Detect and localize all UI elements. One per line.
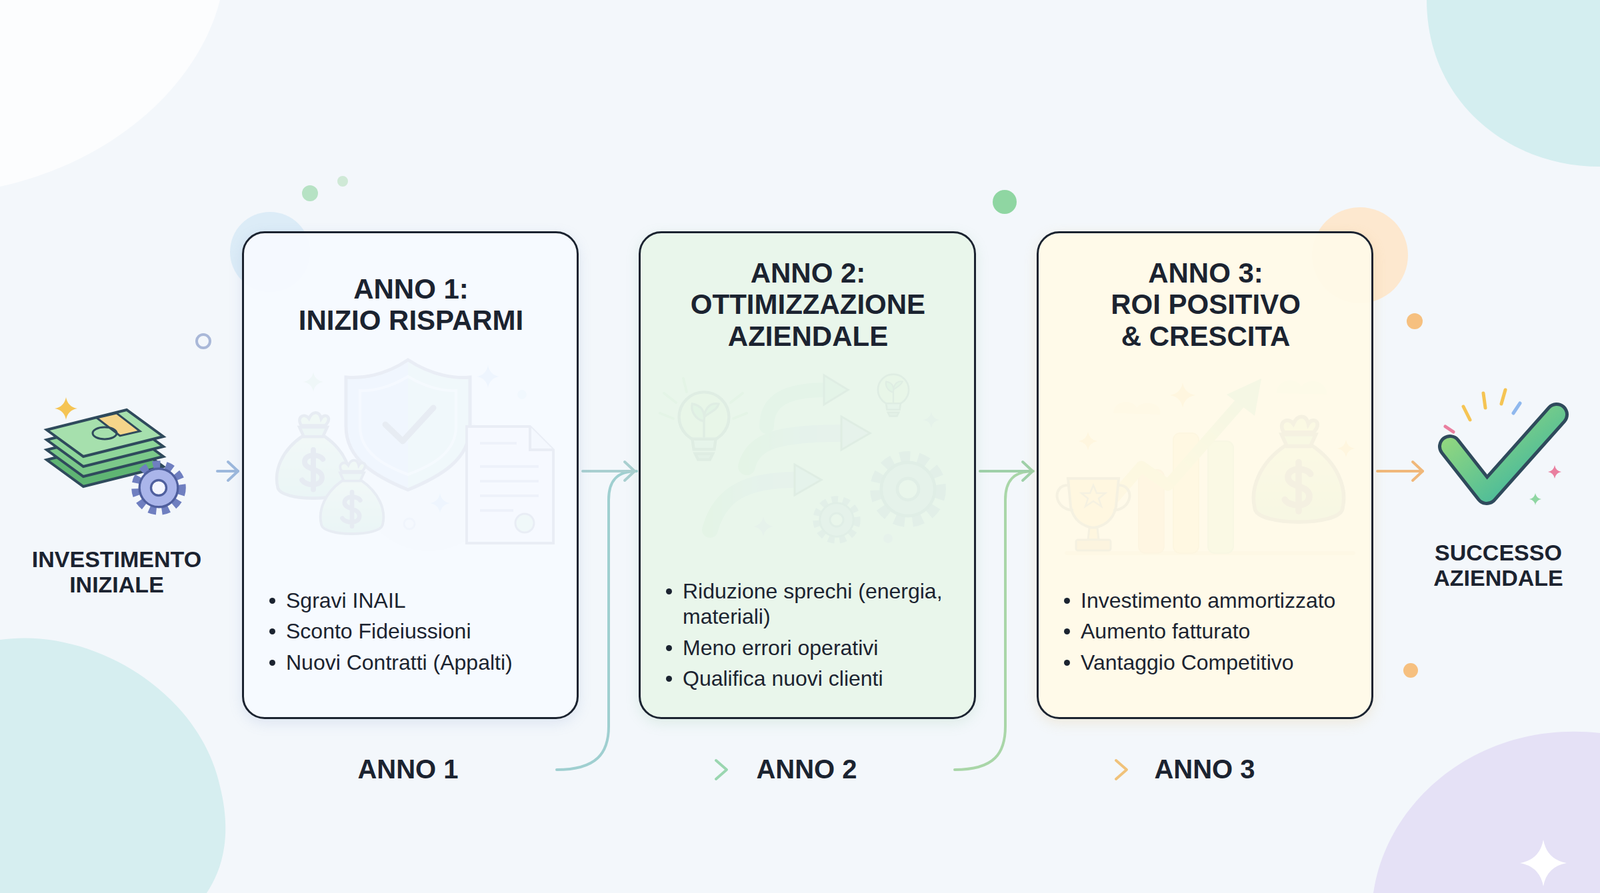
money-stack-icon-part [136,465,181,510]
node-label: INVESTIMENTO INIZIALE [20,546,214,598]
arrow-head [624,462,635,481]
background-blobs-part [1403,663,1418,678]
heading-area: ANNO 1: INIZIO RISPARMI [260,256,562,354]
timeline-arrows-part [481,768,726,772]
background-blobs-part [1406,313,1423,330]
bullet-dot [666,645,672,652]
bullet-text: Riduzione sprechi (energia, materiali) [682,578,943,630]
end-node: SUCCESSO AZIENDALE [1426,393,1570,592]
money-stack-icon-part-part [92,427,117,440]
bullet-item: Sconto Fideiussioni [260,618,562,644]
success-check-icon-part [1548,465,1562,479]
heading-line: OTTIMIZZAZIONE AZIENDALE [690,288,926,352]
bullet-item: Riduzione sprechi (energia, materiali) [656,578,960,630]
bullet-dot [666,676,672,682]
year-box: ANNO 3: ROI POSITIVO & CRESCITA Investime… [1036,231,1374,720]
heading-area: ANNO 3: ROI POSITIVO & CRESCITA [1054,256,1357,354]
timeline-arrows-part [882,768,1126,772]
bullet-item: Vantaggio Competitivo [1054,650,1357,676]
heading-area: ANNO 2: OTTIMIZZAZIONE AZIENDALE [656,256,960,354]
arrow-shaft [582,470,635,473]
success-check-icon-part [1529,493,1542,506]
bullet-text: Vantaggio Competitivo [1080,650,1294,676]
background-blobs-part [337,176,348,187]
heading-line: ROI POSITIVO & CRESCITA [1110,288,1301,352]
background-blobs-part [0,0,220,187]
bullet-dot [1064,628,1070,635]
money-stack-icon [46,397,182,511]
start-node: INVESTIMENTO INIZIALE [20,393,214,598]
success-check-icon-part [1450,414,1557,494]
bullet-text: Nuovi Contratti (Appalti) [286,650,513,676]
bullet-text: Sconto Fideiussioni [286,618,471,644]
timeline-arrows-part [1116,760,1127,780]
bullet-dot [269,628,276,635]
year-box: ANNO 2: OTTIMIZZAZIONE AZIENDALE Riduzion… [638,231,976,720]
background-blobs-part [1426,0,1600,167]
bullet-text: Sgravi INAIL [286,588,406,614]
illustration-space [656,353,960,579]
timeline-arrows-part [716,760,727,780]
heading-line: INIZIO RISPARMI [298,304,524,336]
money-stack-icon-part-part [96,413,140,436]
success-check-icon-part [1513,403,1520,414]
bullet-text: Qualifica nuovi clienti [682,666,884,692]
arrow-shaft [217,470,238,473]
year-box: ANNO 1: INIZIO RISPARMI Sgravi INAIL Scont… [242,231,579,720]
year-label: ANNO 3 [1148,754,1260,784]
arrow-head [228,462,238,481]
flow-arrow [582,462,635,481]
year-label: ANNO 2 [750,754,862,784]
bullet-dot [666,588,672,595]
bullet-item: Qualifica nuovi clienti [656,666,960,692]
flow-arrow [980,462,1033,481]
bullet-text: Investimento ammortizzato [1080,588,1336,614]
bullet-item: Meno errori operativi [656,635,960,661]
bullet-dot [1064,660,1070,666]
heading-line: ANNO 3: [1100,257,1312,289]
success-check-icon-part [1450,414,1557,494]
box-heading: ANNO 2: OTTIMIZZAZIONE AZIENDALE [661,257,955,352]
bullet-text: Meno errori operativi [682,635,878,661]
bullet-item: Investimento ammortizzato [1054,588,1357,614]
background-blobs-part [302,185,318,202]
bullet-item: Sgravi INAIL [260,588,562,614]
node-label: SUCCESSO AZIENDALE [1426,540,1570,591]
illustration-space [260,353,562,588]
bullet-dot [269,598,276,604]
background-blobs-part [0,638,226,893]
bullet-dot [269,660,276,666]
heading-line: ANNO 1: [298,273,524,305]
success-check-icon-part [1445,426,1454,432]
bullet-text: Aumento fatturato [1080,618,1250,644]
arrow-shaft [980,470,1033,473]
success-check-icon [1445,390,1562,506]
arrow-head [1022,462,1033,481]
background-blobs-part [1373,732,1600,893]
success-check-icon-part [1463,390,1506,420]
flow-arrow [217,462,238,481]
arrow-shaft [1377,470,1423,473]
box-heading: ANNO 3: ROI POSITIVO & CRESCITA [1100,257,1312,352]
background-blobs-part [196,334,210,348]
illustration-space [1054,353,1357,588]
heading-line: ANNO 2: [661,257,955,289]
flow-arrow [1377,462,1423,481]
background-blobs-part [1520,840,1567,887]
bullet-item: Nuovi Contratti (Appalti) [260,650,562,676]
money-stack-icon-part [54,397,78,420]
box-heading: ANNO 1: INIZIO RISPARMI [298,273,524,336]
arrow-head [1412,462,1423,481]
bullet-dot [1064,598,1070,604]
year-label: ANNO 1 [352,754,464,784]
money-stack-icon-part-part [46,410,164,457]
bullet-item: Aumento fatturato [1054,618,1357,644]
background-blobs-part [992,190,1017,214]
